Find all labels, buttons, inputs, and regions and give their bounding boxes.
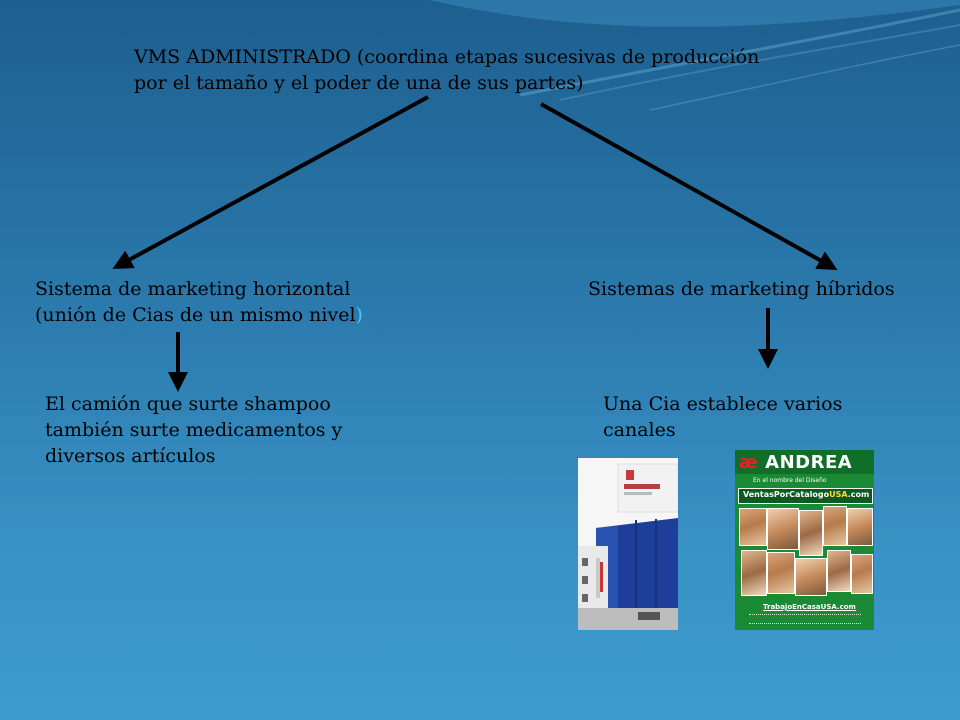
arrow-to-horizontal xyxy=(112,95,429,269)
left-node-line-2: (unión de Cias de un mismo nivel) xyxy=(35,302,363,328)
catalog-photo-7 xyxy=(767,552,795,594)
catalog-header xyxy=(735,450,874,474)
catalog-url-part1: VentasPorCatalogo xyxy=(743,490,830,499)
left-example-line-2: también surte medicamentos y xyxy=(45,419,343,441)
catalog-url-part3: .com xyxy=(847,490,870,499)
node-horizontal-marketing: Sistema de marketing horizontal (unión d… xyxy=(35,276,363,328)
catalog-photo-2 xyxy=(767,508,799,550)
example-horizontal: El camión que surte shampoo también surt… xyxy=(45,391,342,469)
arrow-to-hybrid xyxy=(540,102,838,270)
catalog-brand: æ ANDREA xyxy=(739,452,852,473)
left-node-line-1: Sistema de marketing horizontal xyxy=(35,278,351,300)
catalog-fine-print xyxy=(749,614,861,624)
catalog-url-banner xyxy=(738,488,873,504)
catalog-photo-10 xyxy=(851,554,873,594)
left-example-line-1: El camión que surte shampoo xyxy=(45,393,331,415)
catalog-photo-6 xyxy=(741,550,767,596)
catalog-photo-3 xyxy=(799,510,823,556)
diagram-title: VMS ADMINISTRADO (coordina etapas sucesi… xyxy=(134,44,759,96)
node-hybrid-marketing: Sistemas de marketing híbridos xyxy=(588,276,895,302)
catalog-url: VentasPorCatalogoUSA.com xyxy=(743,490,869,499)
catalog-photo-1 xyxy=(739,508,767,546)
right-node-label: Sistemas de marketing híbridos xyxy=(588,278,895,300)
catalog-photo-4 xyxy=(823,506,847,546)
left-example-line-3: diversos artículos xyxy=(45,445,216,467)
left-node-line-2-text: (unión de Cias de un mismo nivel xyxy=(35,304,356,326)
catalog-photo-8 xyxy=(795,558,827,596)
right-example-line-1: Una Cia establece varios xyxy=(603,393,843,415)
catalog-photo-5 xyxy=(847,508,873,546)
right-example-line-2: canales xyxy=(603,419,676,441)
catalog-subtitle: En el nombre del Diseño xyxy=(753,477,827,484)
catalog-brand-symbol: æ xyxy=(739,452,759,473)
store-building-photo xyxy=(578,458,678,630)
catalog-brand-name: ANDREA xyxy=(765,452,853,473)
title-line-2: por el tamaño y el poder de una de sus p… xyxy=(134,72,584,94)
left-node-paren: ) xyxy=(355,304,363,326)
example-hybrid: Una Cia establece varios canales xyxy=(603,391,842,443)
andrea-catalog-cover: æ ANDREA En el nombre del Diseño VentasP… xyxy=(735,450,874,630)
title-line-1: VMS ADMINISTRADO (coordina etapas sucesi… xyxy=(134,46,760,68)
catalog-footer-url: TrabajoEnCasaUSA.com xyxy=(763,603,856,611)
catalog-photo-9 xyxy=(827,550,851,592)
catalog-url-part2: USA xyxy=(829,490,848,499)
